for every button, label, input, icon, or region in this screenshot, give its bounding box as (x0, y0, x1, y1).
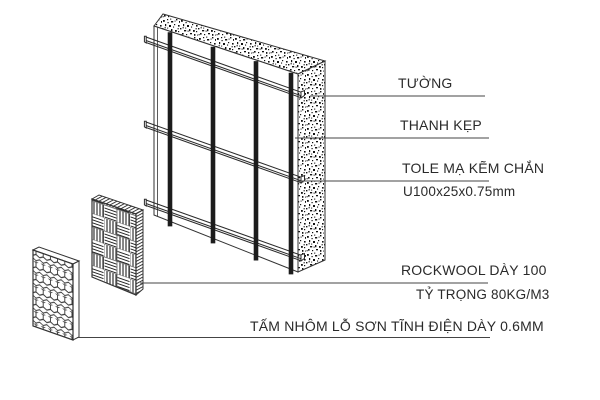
frame-studs (167, 32, 294, 275)
label-perforated-aluminum: TẤM NHÔM LỖ SƠN TĨNH ĐIỆN DÀY 0.6MM (250, 318, 544, 334)
perforated-aluminum-panel (31, 246, 81, 341)
wall-slab (153, 13, 327, 273)
rockwool-side-edge (135, 209, 144, 297)
label-galvanized-sheet-size: U100x25x0.75mm (403, 184, 516, 199)
perforated-front-face (32, 249, 74, 341)
rockwool-front-face (91, 198, 137, 296)
rockwool-panel (90, 194, 145, 297)
leader-lines (77, 95, 490, 338)
wall-front-face (153, 25, 299, 273)
label-rockwool: ROCKWOOL DÀY 100 (401, 262, 547, 278)
label-rockwool-density: TỶ TRỌNG 80KG/M3 (416, 287, 550, 302)
label-galvanized-sheet: TOLE MẠ KẼM CHẮN (402, 160, 545, 176)
label-clamp-bar: THANH KẸP (400, 117, 482, 133)
label-wall: TƯỜNG (398, 75, 453, 91)
perforated-side-edge (72, 260, 80, 341)
